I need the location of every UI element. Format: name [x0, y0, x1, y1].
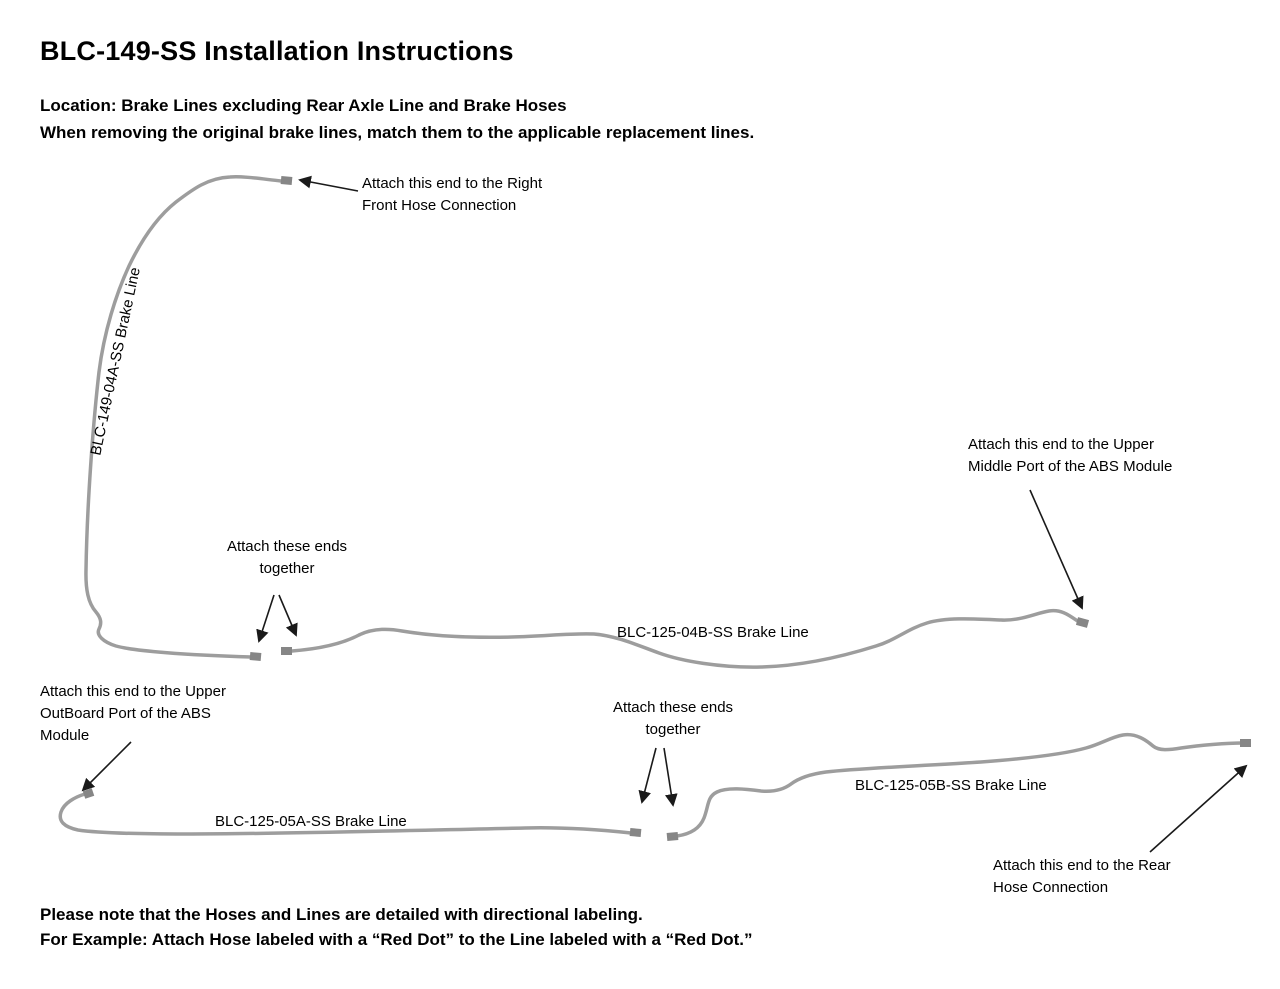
fitting-125-05a-right [629, 828, 642, 837]
annotation-ends-together-mid: Attach these ends together [226, 538, 348, 577]
arrow-right-front-hose [298, 175, 359, 192]
brake-line-blc-125-04b-path [290, 608, 1081, 669]
label-blc-125-05b: BLC-125-05B-SS Brake Line [855, 777, 1047, 794]
brake-line-blc-149-04a-path [84, 175, 283, 659]
fitting-149-04a-bottom [249, 652, 262, 661]
arrow-ends-together-bottom-right [663, 747, 678, 807]
label-blc-125-05a: BLC-125-05A-SS Brake Line [215, 813, 407, 830]
arrow-upper-outboard-abs [81, 741, 132, 792]
arrow-upper-middle-abs [1029, 489, 1084, 610]
arrow-ends-together-mid-left [256, 594, 275, 643]
annotation-right-front-hose: Attach this end to the Right Front Hose … [362, 175, 543, 214]
arrow-rear-hose [1149, 764, 1248, 853]
label-blc-125-04b: BLC-125-04B-SS Brake Line [617, 624, 809, 641]
fitting-125-05b-left [666, 832, 679, 841]
annotation-upper-middle-abs: Attach this end to the Upper Middle Port… [968, 436, 1173, 475]
fitting-125-04b-right [1075, 617, 1090, 628]
footer-note-labeling: Please note that the Hoses and Lines are… [40, 905, 643, 924]
page-title: BLC-149-SS Installation Instructions [40, 36, 514, 66]
brake-line-blc-125-05a-path [58, 792, 633, 836]
location-line: Location: Brake Lines excluding Rear Axl… [40, 96, 567, 115]
annotation-rear-hose: Attach this end to the Rear Hose Connect… [993, 857, 1171, 896]
annotation-ends-together-bottom: Attach these ends together [612, 699, 734, 738]
arrow-ends-together-mid-right [278, 594, 298, 637]
footer-note-example: For Example: Attach Hose labeled with a … [40, 930, 753, 949]
fitting-125-05a-left [82, 788, 95, 799]
fitting-149-04a-top [280, 176, 293, 185]
brake-line-blc-125-05b-path [675, 732, 1244, 838]
removal-note: When removing the original brake lines, … [40, 123, 755, 142]
arrow-ends-together-bottom-left [638, 747, 657, 804]
annotation-upper-outboard-abs: Attach this end to the Upper OutBoard Po… [40, 683, 226, 744]
